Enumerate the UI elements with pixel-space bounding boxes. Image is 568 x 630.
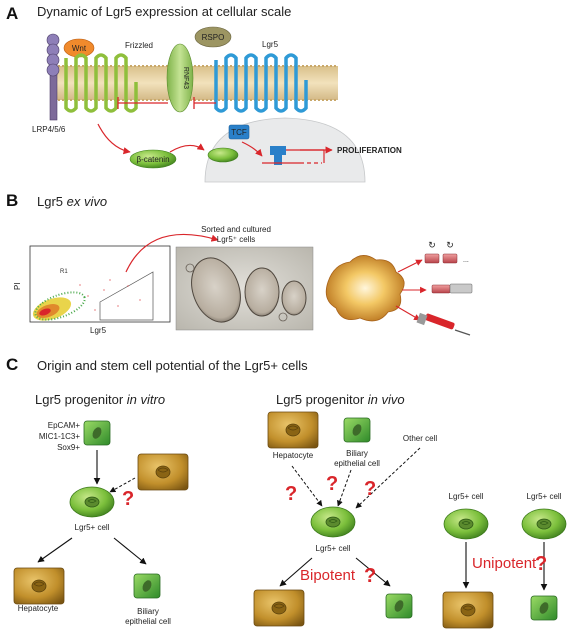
arrow-sort-to-culture — [125, 233, 219, 273]
lgr5-receptor — [214, 53, 308, 113]
rnf43-protein: RNF43 — [166, 43, 194, 113]
culture-caption-2: Lgr5⁺ cells — [217, 235, 255, 244]
arrow-to-beta-catenin — [97, 123, 131, 155]
unipotent-label: Unipotent — [472, 555, 537, 572]
invivo-hepatocyte-label: Hepatocyte — [273, 451, 314, 460]
flow-cytometry-plot: R1 — [29, 245, 171, 323]
cell-membrane — [54, 65, 338, 101]
invivo-question-2: ? — [326, 473, 338, 495]
unipotent-hepatocyte-product — [442, 591, 494, 629]
unipotent-lgr5-cell-2 — [521, 508, 567, 540]
invivo-biliary-label-2: epithelial cell — [334, 459, 380, 468]
beta-catenin-nuclear — [207, 147, 239, 163]
invivo-biliary-source — [343, 417, 371, 443]
svg-text:R1: R1 — [60, 269, 68, 275]
svg-text:↻: ↻ — [446, 240, 454, 250]
svg-text:RSPO: RSPO — [202, 33, 225, 42]
invivo-hepatocyte-source — [267, 411, 319, 449]
invivo-lgr5-label: Lgr5+ cell — [316, 544, 351, 553]
invitro-question: ? — [122, 488, 134, 510]
svg-text:↻: ↻ — [428, 240, 436, 250]
unipotent-lgr5-label-2: Lgr5+ cell — [527, 492, 562, 501]
invitro-hepatocyte-label: Hepatocyte — [18, 604, 59, 613]
culture-dishes: ↻ ↻ ... — [424, 240, 473, 294]
syringe-icon — [416, 312, 471, 336]
marker-sox9: Sox9+ — [57, 443, 80, 452]
invivo-question-3: ? — [364, 478, 376, 500]
invitro-heading: Lgr5 progenitor in vitro — [35, 392, 165, 407]
marker-mic: MIC1-1C3+ — [39, 432, 80, 441]
tcf-box: TCF — [228, 124, 250, 140]
proliferation-label: PROLIFERATION — [337, 146, 402, 155]
invivo-heading: Lgr5 progenitor in vivo — [276, 392, 405, 407]
lrp-label: LRP4/5/6 — [32, 125, 66, 134]
frizzled-receptor — [64, 53, 138, 113]
flow-y-label: PI — [13, 282, 22, 290]
svg-text:RNF43: RNF43 — [182, 67, 189, 89]
invivo-question-1: ? — [285, 483, 297, 505]
invitro-biliary-label-1: Biliary — [137, 607, 159, 616]
arrow-lgr5-to-hep — [37, 537, 73, 563]
svg-text:...: ... — [463, 257, 469, 264]
panel-a-label: A — [6, 4, 18, 23]
invitro-hepatocyte-product — [13, 567, 65, 605]
culture-caption-1: Sorted and cultured — [201, 225, 271, 234]
svg-text:TCF: TCF — [231, 128, 247, 137]
panel-a-title: Dynamic of Lgr5 expression at cellular s… — [37, 4, 291, 19]
panel-b-label: B — [6, 191, 18, 210]
beta-catenin: β-catenin — [129, 149, 177, 169]
invitro-biliary-label-2: epithelial cell — [125, 617, 171, 626]
panel-b-title: Lgr5 ex vivo — [37, 194, 107, 209]
arrow-invivo-to-hep — [279, 557, 313, 587]
invivo-other-label: Other cell — [403, 434, 437, 443]
organoid-micrograph — [175, 246, 314, 331]
arrow-invivo-to-bil — [355, 557, 391, 587]
arrow-lgr5-to-bil — [113, 537, 147, 565]
unipotent-biliary-product — [530, 595, 558, 621]
invitro-biliary-product — [133, 573, 161, 599]
expansion-arrows — [395, 259, 427, 321]
panel-c-title: Origin and stem cell potential of the Lg… — [37, 358, 308, 373]
lrp-receptor — [46, 33, 60, 121]
panel-c-label: C — [6, 355, 18, 374]
bipotent-question: ? — [364, 565, 376, 587]
flow-x-label: Lgr5 — [90, 326, 107, 335]
svg-text:Wnt: Wnt — [72, 44, 87, 53]
unipotent-lgr5-label-1: Lgr5+ cell — [449, 492, 484, 501]
invivo-biliary-label-1: Biliary — [346, 449, 368, 458]
arrow-to-dna — [241, 141, 263, 157]
svg-text:β-catenin: β-catenin — [136, 155, 169, 164]
invitro-hepatocyte-source — [137, 453, 189, 491]
invivo-biliary-product — [385, 593, 413, 619]
unipotent-question: ? — [535, 553, 547, 575]
bipotent-label: Bipotent — [300, 567, 356, 584]
marker-epcam: EpCAM+ — [48, 421, 81, 430]
invivo-lgr5-cell — [310, 506, 356, 538]
rspo-ligand: RSPO — [194, 26, 232, 48]
invitro-biliary-precursor — [83, 420, 111, 446]
lgr5-receptor-label: Lgr5 — [262, 40, 279, 49]
invivo-source-arrows — [291, 447, 421, 509]
invivo-hepatocyte-product — [253, 589, 305, 627]
expanded-organoid — [325, 255, 405, 322]
inhibition-marks — [117, 97, 216, 109]
arrow-beta-to-nucleus — [169, 143, 205, 153]
frizzled-label: Frizzled — [125, 41, 153, 50]
unipotent-lgr5-cell-1 — [443, 508, 489, 540]
invitro-lgr5-cell — [69, 486, 115, 518]
invitro-lgr5-label: Lgr5+ cell — [75, 523, 110, 532]
